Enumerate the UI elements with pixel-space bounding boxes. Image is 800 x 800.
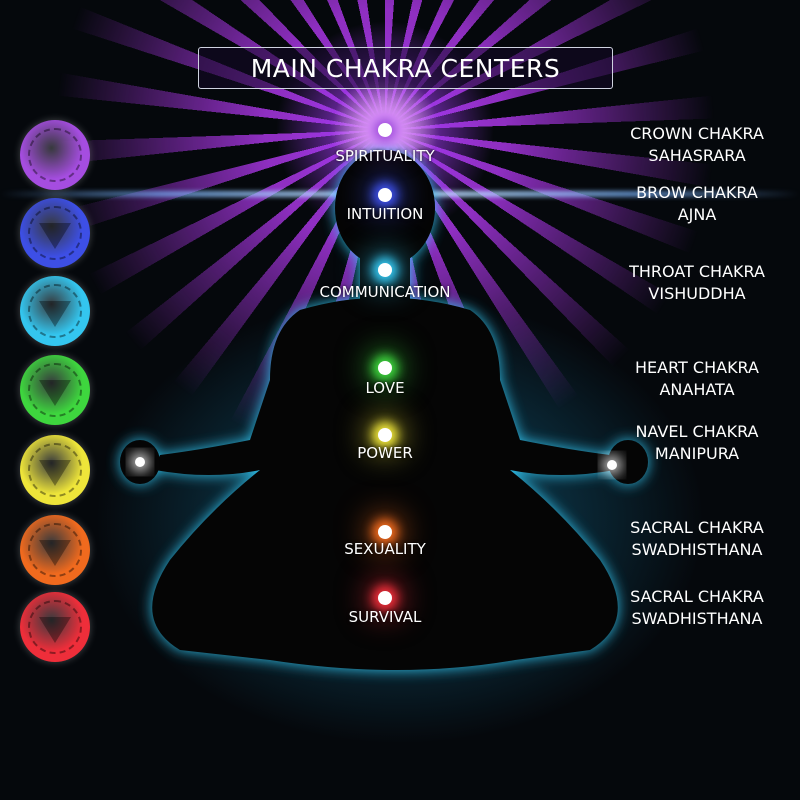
chakra-symbol-icon-manipura-4 xyxy=(20,435,90,505)
chakra-name-label: HEART CHAKRA ANAHATA xyxy=(617,357,777,401)
chakra-meaning-label: COMMUNICATION xyxy=(319,283,451,301)
chakra-english-name: THROAT CHAKRA xyxy=(629,262,765,281)
chakra-point-vishuddha-2 xyxy=(378,263,392,277)
chakra-sanskrit-name: SAHASRARA xyxy=(648,146,746,165)
chakra-symbol-icon-swadhisthana-5 xyxy=(20,515,90,585)
chakra-point-manipura-4 xyxy=(378,428,392,442)
chakra-name-label: BROW CHAKRA AJNA xyxy=(617,182,777,226)
chakra-meaning-label: LOVE xyxy=(365,379,405,397)
chakra-sanskrit-name: SWADHISTHANA xyxy=(631,540,763,559)
chakra-point-swadhisthana-6 xyxy=(378,591,392,605)
chakra-point-swadhisthana-5 xyxy=(378,525,392,539)
chakra-english-name: SACRAL CHAKRA xyxy=(630,518,764,537)
chakra-name-label: SACRAL CHAKRA SWADHISTHANA xyxy=(617,517,777,561)
chakra-name-label: NAVEL CHAKRA MANIPURA xyxy=(617,421,777,465)
chakra-english-name: BROW CHAKRA xyxy=(636,183,758,202)
page-title: MAIN CHAKRA CENTERS xyxy=(198,47,613,89)
chakra-meaning-label: POWER xyxy=(357,444,413,462)
chakra-meaning-label: SURVIVAL xyxy=(348,608,422,626)
chakra-symbol-icon-sahasrara-0 xyxy=(20,120,90,190)
chakra-english-name: NAVEL CHAKRA xyxy=(635,422,759,441)
chakra-english-name: SACRAL CHAKRA xyxy=(630,587,764,606)
chakra-sanskrit-name: SWADHISTHANA xyxy=(631,609,763,628)
chakra-meaning-label: SPIRITUALITY xyxy=(335,147,435,165)
chakra-name-label: SACRAL CHAKRA SWADHISTHANA xyxy=(617,586,777,630)
chakra-sanskrit-name: VISHUDDHA xyxy=(648,284,746,303)
chakra-sanskrit-name: AJNA xyxy=(677,205,717,224)
chakra-point-anahata-3 xyxy=(378,361,392,375)
chakra-sanskrit-name: MANIPURA xyxy=(654,444,740,463)
chakra-point-sahasrara-0 xyxy=(378,123,392,137)
chakra-english-name: HEART CHAKRA xyxy=(635,358,759,377)
chakra-symbol-icon-swadhisthana-6 xyxy=(20,592,90,662)
chakra-meaning-label: SEXUALITY xyxy=(344,540,426,558)
chakra-sanskrit-name: ANAHATA xyxy=(659,380,735,399)
chakra-point-ajna-1 xyxy=(378,188,392,202)
chakra-name-label: CROWN CHAKRA SAHASRARA xyxy=(617,123,777,167)
chakra-english-name: CROWN CHAKRA xyxy=(630,124,764,143)
chakra-symbol-icon-anahata-3 xyxy=(20,355,90,425)
chakra-name-label: THROAT CHAKRA VISHUDDHA xyxy=(617,261,777,305)
chakra-meaning-label: INTUITION xyxy=(346,205,424,223)
chakra-symbol-icon-vishuddha-2 xyxy=(20,276,90,346)
chakra-symbol-icon-ajna-1 xyxy=(20,198,90,268)
